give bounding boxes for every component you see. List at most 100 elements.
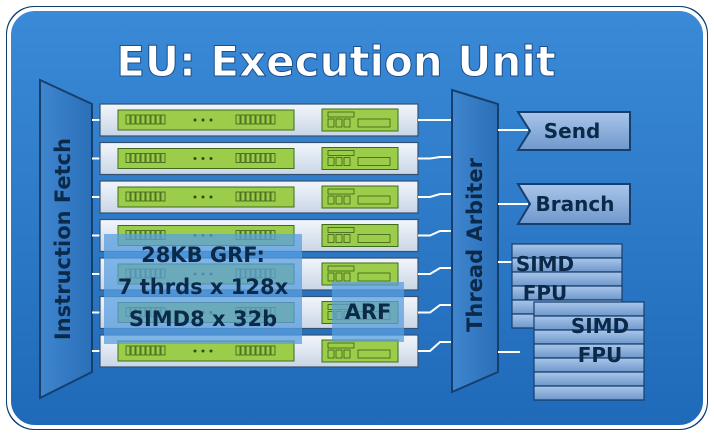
arf-cell (357, 118, 391, 128)
grf-register (117, 186, 295, 208)
register-cell (250, 345, 256, 356)
grf-register (117, 109, 295, 131)
register-cell (160, 345, 166, 356)
register-cell (135, 191, 141, 202)
register-cell (265, 153, 271, 163)
register-cell (140, 153, 146, 163)
register-cell (155, 191, 161, 202)
register-cell (150, 191, 156, 202)
register-cells-left (125, 345, 166, 356)
register-cell (125, 345, 131, 356)
arbiter-connector (418, 156, 452, 160)
arf-cell (335, 195, 343, 205)
simd-fpu-1-line-2: FPU (523, 281, 568, 305)
register-cells-left (125, 191, 166, 202)
arf-cell (327, 188, 355, 195)
register-cell (150, 345, 156, 356)
register-cell (135, 114, 141, 125)
fetch-connectors (92, 119, 100, 352)
arf-cells (327, 188, 391, 205)
register-cell (270, 345, 276, 356)
ellipsis-dots (193, 349, 213, 353)
arf-cell (343, 234, 351, 243)
arf-register (321, 108, 399, 132)
register-cell (250, 191, 256, 202)
arf-cells (327, 111, 391, 128)
arbiter-connectors (418, 119, 452, 352)
register-cell (140, 191, 146, 202)
register-cell (150, 153, 156, 163)
arf-register (321, 185, 399, 209)
register-cell (125, 191, 131, 202)
arf-cells (327, 265, 391, 282)
arf-cell (357, 272, 391, 282)
arf-cell (343, 157, 351, 166)
arf-cell (327, 342, 355, 349)
register-cell (145, 153, 151, 163)
thread-row (99, 103, 419, 137)
arf-cell (357, 349, 391, 359)
register-cell (145, 114, 151, 125)
register-cells-right (235, 114, 276, 125)
arf-cells (327, 150, 391, 166)
arbiter-connector (418, 267, 452, 275)
register-cell (130, 345, 136, 356)
register-cell (240, 114, 246, 125)
arf-cell (327, 118, 335, 128)
register-cell (235, 153, 241, 163)
ellipsis-dot (201, 349, 205, 353)
register-cell (150, 114, 156, 125)
register-cell (160, 153, 166, 163)
arf-cell (327, 272, 335, 282)
register-cell (265, 345, 271, 356)
register-cell (240, 153, 246, 163)
ellipsis-dot (209, 157, 213, 160)
arf-cell (357, 234, 391, 243)
register-cell (140, 345, 146, 356)
arf-cell (343, 272, 351, 282)
register-cell (265, 114, 271, 125)
ellipsis-dot (193, 118, 197, 122)
ellipsis-dot (201, 157, 205, 160)
arf-cell (327, 265, 355, 272)
arf-overlay (332, 282, 404, 342)
register-cells-right (235, 191, 276, 202)
arf-cell (357, 157, 391, 166)
register-cell (160, 114, 166, 125)
register-cell (265, 191, 271, 202)
arf-cell (343, 349, 351, 359)
register-cells-right (235, 153, 276, 163)
ellipsis-dots (193, 157, 213, 160)
thread-row (99, 141, 419, 176)
register-cell (135, 153, 141, 163)
arf-cell (335, 349, 343, 359)
register-cell (250, 114, 256, 125)
arf-cell (357, 195, 391, 205)
simd-fpu-2-line-1: SIMD (571, 314, 629, 338)
arf-cell (327, 111, 355, 118)
simd-fpu-layer (533, 385, 645, 401)
register-cell (145, 191, 151, 202)
arf-cell (335, 234, 343, 243)
register-cell (255, 345, 261, 356)
ellipsis-dot (209, 349, 213, 353)
register-cell (130, 114, 136, 125)
arf-cell (343, 118, 351, 128)
arf-cells (327, 227, 391, 243)
register-cell (240, 345, 246, 356)
grf-label-line-1: 28KB GRF: (141, 243, 265, 267)
register-cell (245, 114, 251, 125)
send-box (516, 111, 631, 151)
branch-box (516, 183, 631, 225)
register-cell (260, 345, 266, 356)
instruction-fetch-block (39, 78, 93, 400)
simd-fpu-1-line-1: SIMD (516, 252, 574, 276)
arf-cell (343, 195, 351, 205)
register-cell (255, 191, 261, 202)
register-cell (270, 114, 276, 125)
arf-cell (327, 349, 335, 359)
ellipsis-dot (209, 195, 213, 199)
ellipsis-dots (193, 195, 213, 199)
ellipsis-dots (193, 118, 213, 122)
